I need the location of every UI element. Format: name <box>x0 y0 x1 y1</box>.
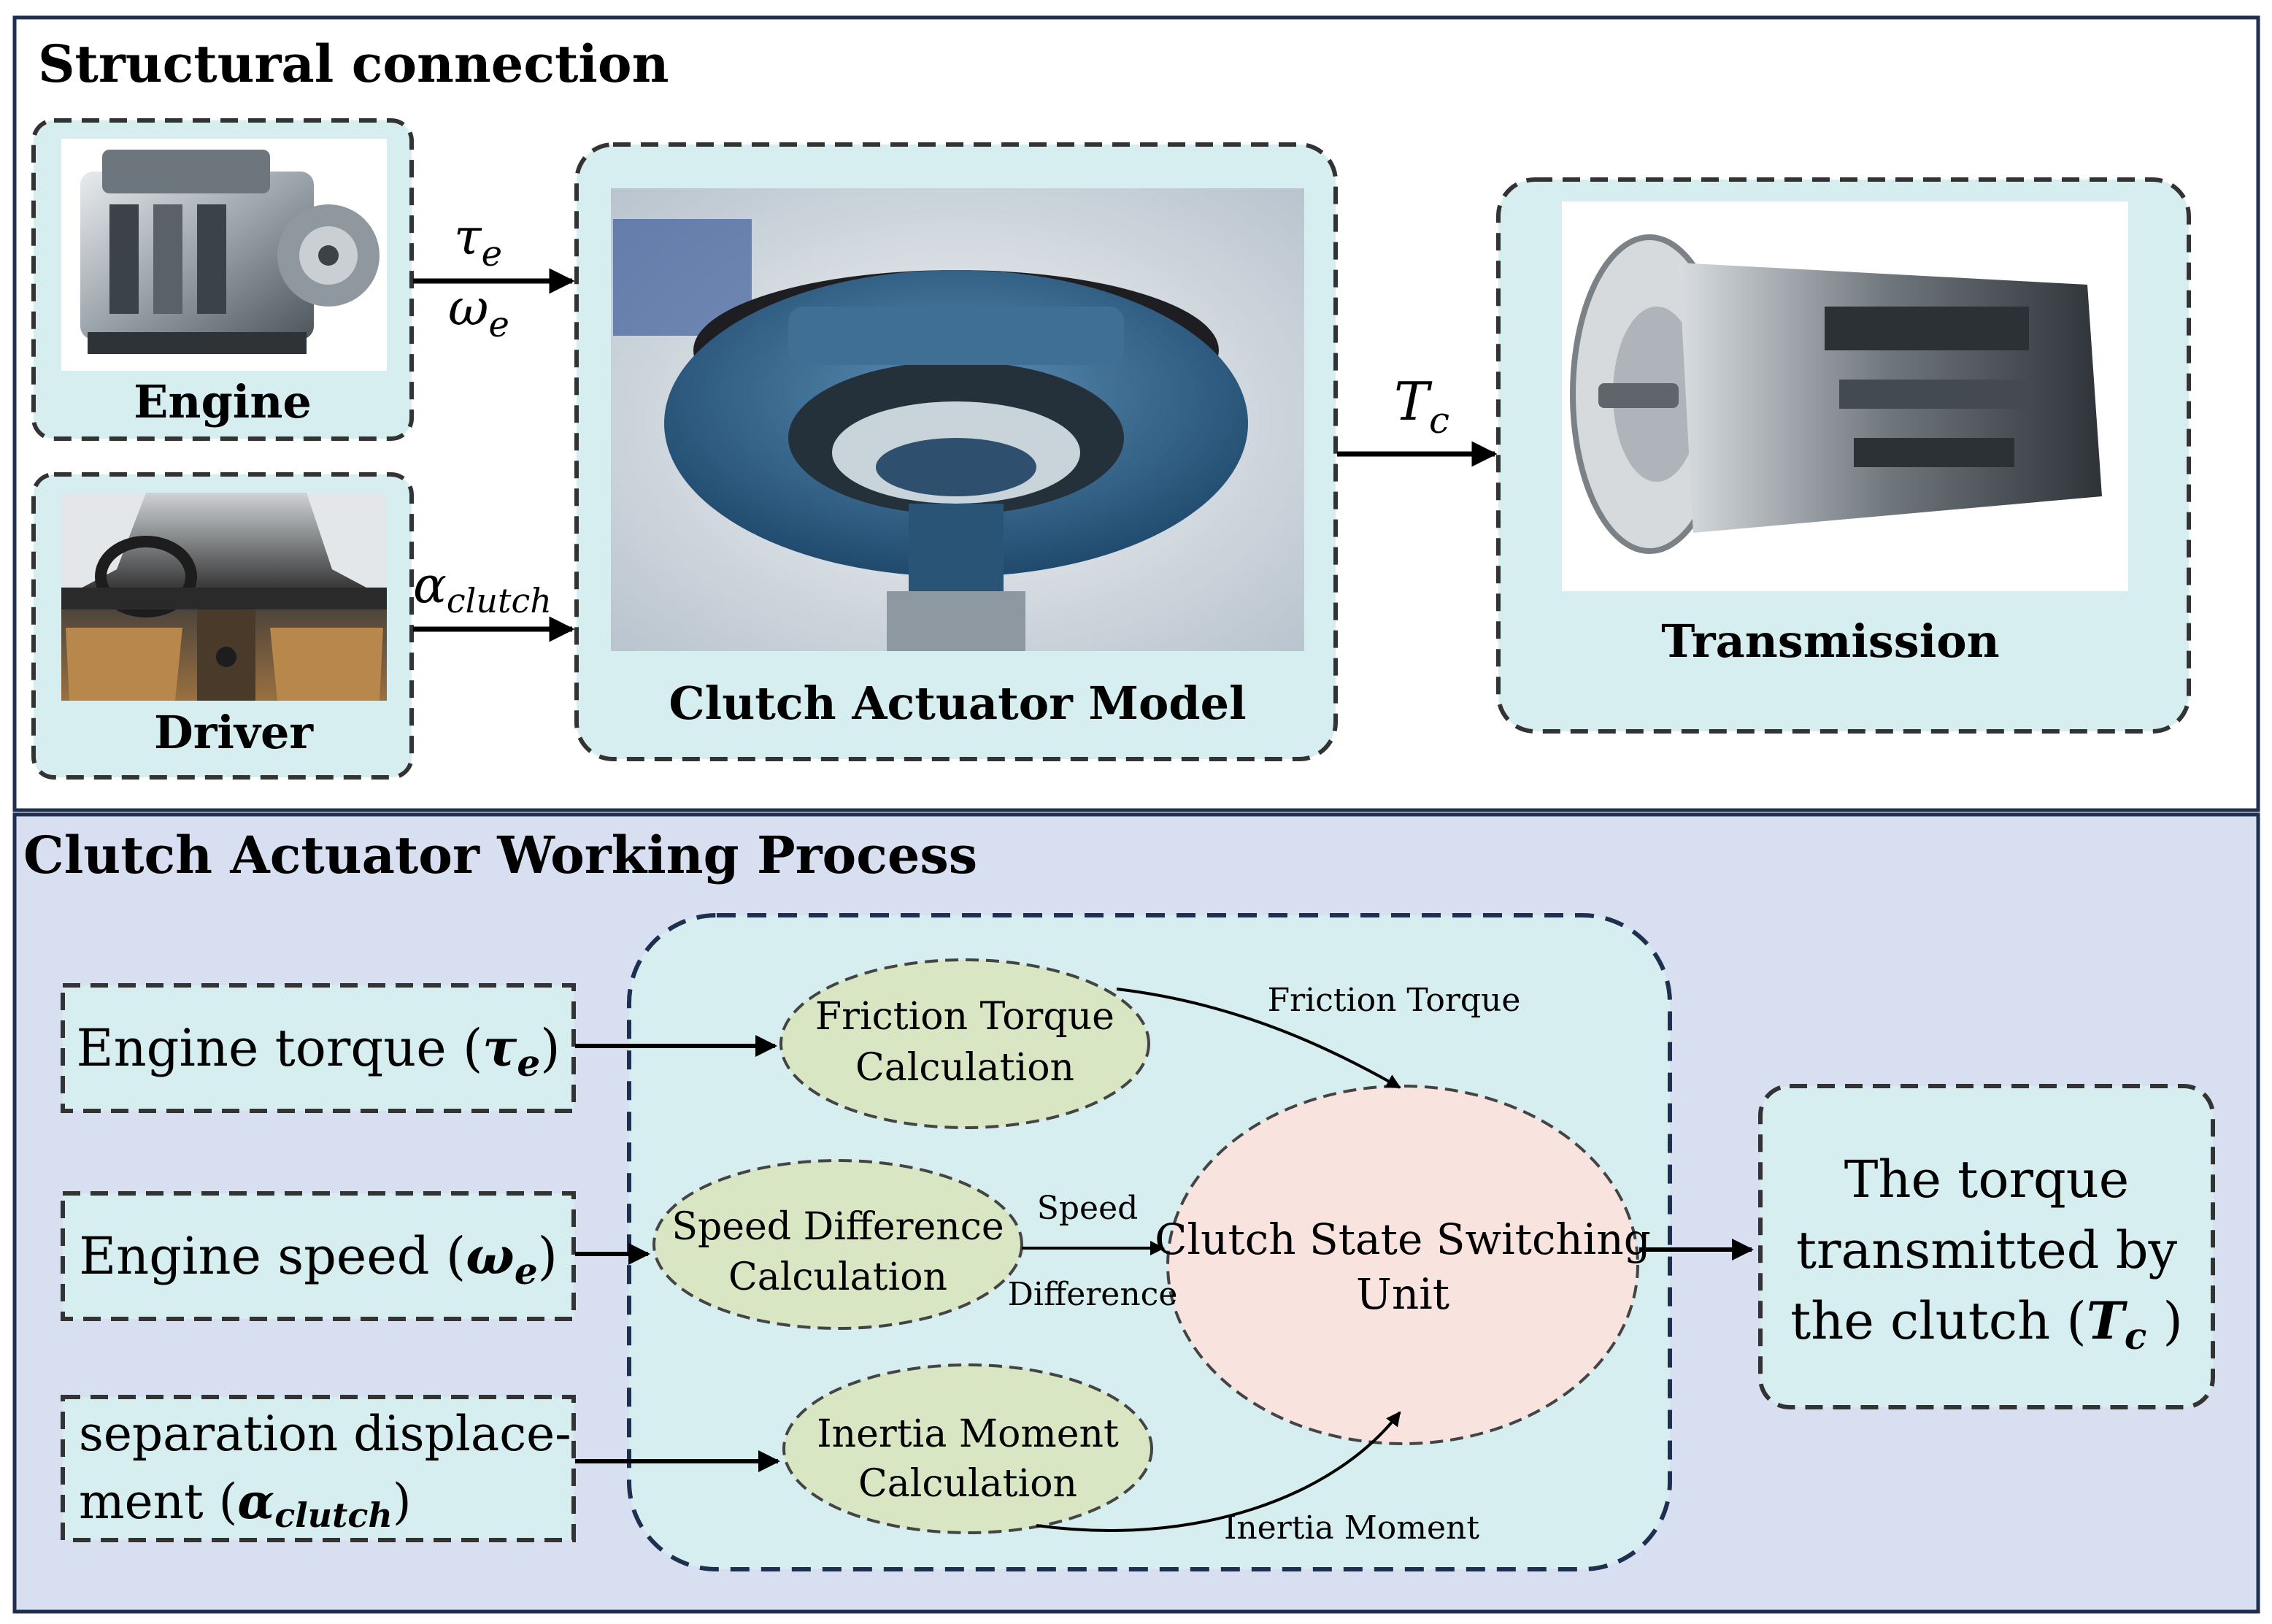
edge-label-difference: Difference <box>1008 1276 1178 1313</box>
arrow-inertia-to-switch <box>1036 1411 1401 1532</box>
output-line2: transmitted by <box>1796 1220 2178 1280</box>
output-box <box>1758 1084 2215 1409</box>
edge-label-inertia-moment: Inertia Moment <box>1224 1509 1479 1547</box>
input-engine-speed-box <box>61 1191 576 1321</box>
input-engine-torque-box <box>61 983 576 1113</box>
arrow-friction-to-switch <box>1116 988 1401 1089</box>
input-separation-line1: separation displace- <box>79 1406 571 1462</box>
signal-alpha-clutch: αclutch <box>413 557 552 620</box>
friction-torque-node-line2: Calculation <box>855 1046 1074 1090</box>
output-line3: the clutch (Tc ) <box>1790 1290 2183 1358</box>
inertia-moment-node-line2: Calculation <box>858 1462 1077 1506</box>
input-engine-torque: Engine torque (τe) <box>77 1017 561 1085</box>
clutch-state-switching-node <box>1166 1085 1639 1445</box>
driver-image <box>61 493 387 701</box>
top-panel-title: Structural connection <box>38 34 669 94</box>
driver-label: Driver <box>154 706 314 759</box>
engine-label: Engine <box>134 375 312 428</box>
clutch-state-switching-line2: Unit <box>1356 1269 1449 1319</box>
speed-difference-node <box>652 1159 1023 1330</box>
input-separation-line2: ment (αclutch) <box>79 1473 412 1535</box>
output-line1: The torque <box>1844 1150 2130 1209</box>
input-separation-box <box>61 1395 576 1542</box>
clutch-state-switching-line1: Clutch State Switching <box>1155 1215 1651 1264</box>
clutch-model-label: Clutch Actuator Model <box>669 677 1246 730</box>
transmission-image <box>1562 201 2128 591</box>
edge-label-friction-torque: Friction Torque <box>1268 982 1521 1019</box>
speed-difference-node-line2: Calculation <box>728 1255 947 1299</box>
bottom-panel-title: Clutch Actuator Working Process <box>23 825 977 885</box>
edge-label-speed: Speed <box>1037 1190 1139 1227</box>
friction-torque-node <box>779 958 1150 1129</box>
speed-difference-node-line1: Speed Difference <box>671 1205 1004 1249</box>
friction-torque-node-line1: Friction Torque <box>815 995 1114 1039</box>
clutch-image <box>611 188 1304 651</box>
signal-t-c: Tc <box>1394 371 1449 442</box>
transmission-label: Transmission <box>1661 615 1999 668</box>
inertia-moment-node <box>782 1363 1153 1534</box>
engine-image <box>61 139 387 371</box>
signal-tau-e: τe <box>454 209 502 274</box>
signal-omega-e: ωe <box>448 280 509 345</box>
input-engine-speed: Engine speed (ωe) <box>79 1225 558 1293</box>
inertia-moment-node-line1: Inertia Moment <box>817 1412 1119 1456</box>
